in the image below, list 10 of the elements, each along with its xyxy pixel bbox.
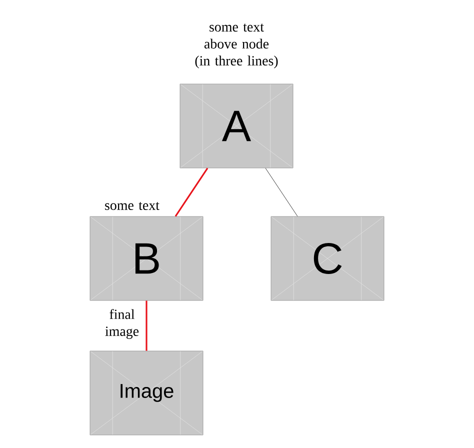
placeholder-box: Image <box>90 350 204 436</box>
node-caption: some text <box>105 202 160 210</box>
connector-line <box>265 168 298 217</box>
node-caption: some text above node (in three lines) <box>195 24 278 68</box>
connector-line <box>174 168 208 217</box>
placeholder-box: A <box>180 84 294 168</box>
placeholder-box: C <box>270 216 384 301</box>
node-caption: final image <box>105 309 139 339</box>
connector-line <box>146 300 148 351</box>
placeholder-box: B <box>90 216 204 301</box>
